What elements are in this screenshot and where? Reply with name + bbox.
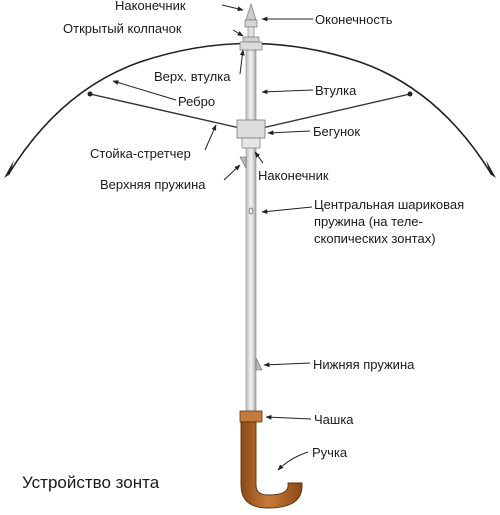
handle xyxy=(240,421,303,509)
leader-cup xyxy=(265,414,312,420)
leader-stretcher xyxy=(204,124,217,151)
stretcher-left xyxy=(89,93,241,129)
leader-open-cap xyxy=(232,29,244,37)
top-notch xyxy=(239,41,263,51)
stretcher-right xyxy=(261,93,411,129)
leader-tip-mid xyxy=(254,151,264,164)
label-handle: Ручка xyxy=(312,445,348,460)
top-tip xyxy=(245,2,257,21)
leader-top-notch xyxy=(239,49,245,75)
cup xyxy=(239,410,263,423)
leader-handle xyxy=(277,451,309,471)
ferrule xyxy=(244,19,258,28)
leader-shaft xyxy=(261,89,314,95)
label-tip-mid: Наконечник xyxy=(258,168,329,183)
label-top-spring: Верхняя пружина xyxy=(100,177,206,192)
leader-tip-top xyxy=(221,4,244,12)
label-rib: Ребро xyxy=(178,94,215,109)
label-ball-spring-2: пружина (на теле- xyxy=(314,214,423,229)
label-bottom-spring: Нижняя пружина xyxy=(313,357,415,372)
leader-ball-spring xyxy=(261,206,313,214)
label-ferrule: Оконечность xyxy=(315,12,393,27)
shaft xyxy=(245,47,257,414)
runner-body xyxy=(241,137,261,149)
canopy-tip-right xyxy=(486,160,496,178)
leader-top-spring xyxy=(223,164,241,181)
label-stretcher: Стойка-стретчер xyxy=(90,146,191,161)
bottom-spring-mark xyxy=(255,357,263,371)
runner xyxy=(236,119,266,139)
leader-bottom-spring xyxy=(263,362,311,368)
label-tip-top: Наконечник xyxy=(115,0,186,13)
rib-joint-left xyxy=(87,91,93,97)
leader-rib xyxy=(112,80,177,101)
diagram-title: Устройство зонта xyxy=(22,473,160,492)
top-spring-mark xyxy=(239,156,247,169)
leader-runner xyxy=(267,130,311,136)
open-cap xyxy=(242,36,260,43)
ball-spring-mark xyxy=(248,207,254,215)
label-ball-spring-1: Центральная шариковая xyxy=(314,197,464,212)
canopy-tip-left xyxy=(4,160,14,178)
label-shaft: Втулка xyxy=(315,83,357,98)
label-cup: Чашка xyxy=(314,412,354,427)
label-open-cap: Открытый колпачок xyxy=(63,21,182,36)
label-ball-spring-3: скопических зонтах) xyxy=(314,231,436,246)
rib-joint-right xyxy=(407,91,413,97)
label-top-notch: Верх. втулка xyxy=(154,69,231,84)
ferrule-neck xyxy=(247,26,255,38)
label-runner: Бегунок xyxy=(313,124,360,139)
